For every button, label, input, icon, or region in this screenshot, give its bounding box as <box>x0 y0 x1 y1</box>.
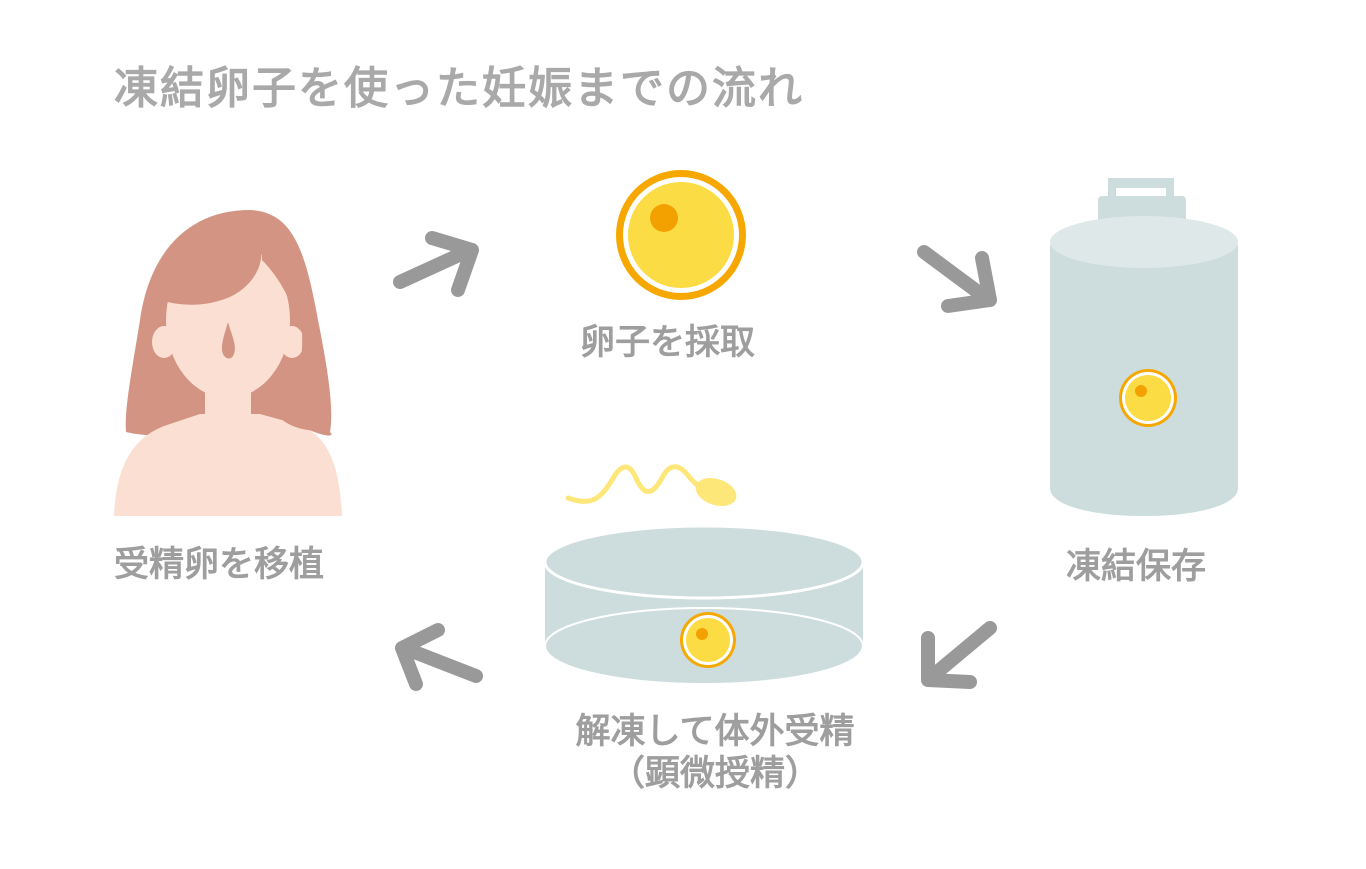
sperm-icon <box>565 464 737 506</box>
arrow-icon <box>395 623 483 691</box>
woman-hair-front <box>160 232 262 305</box>
page-title: 凍結卵子を使った妊娠までの流れ <box>114 63 804 114</box>
dish-top-rim <box>543 524 865 600</box>
woman-hair-side-right <box>262 236 303 330</box>
woman-nose <box>221 322 235 359</box>
step-label-thaw-fertilize-line1: 解凍して体外受精 <box>575 712 855 752</box>
sperm-head <box>695 478 737 506</box>
arrow-icon <box>917 245 997 313</box>
step-label-thaw-fertilize: 解凍して体外受精 （顕微授精） <box>545 711 885 795</box>
woman-icon <box>114 210 342 516</box>
woman-right-ear <box>280 326 304 358</box>
arrow-icon <box>393 231 479 297</box>
egg-icon <box>616 170 746 300</box>
step-label-embryo-transfer: 受精卵を移植 <box>114 545 325 585</box>
sperm-tail <box>565 464 703 504</box>
step-label-thaw-fertilize-line2: （顕微授精） <box>609 754 820 794</box>
woman-body <box>114 414 342 516</box>
arrow-icon <box>921 621 997 689</box>
tank-handle <box>1108 178 1174 200</box>
culture-dish-icon <box>543 524 865 685</box>
woman-hair-left-lock <box>128 330 180 431</box>
tank-top <box>1050 216 1238 268</box>
cryo-tank-icon <box>1050 178 1238 516</box>
step-label-cryopreservation: 凍結保存 <box>1066 547 1207 587</box>
woman-left-ear <box>152 326 176 358</box>
woman-hair-right-lock <box>274 330 330 431</box>
step-label-egg-retrieval: 卵子を採取 <box>580 323 756 363</box>
